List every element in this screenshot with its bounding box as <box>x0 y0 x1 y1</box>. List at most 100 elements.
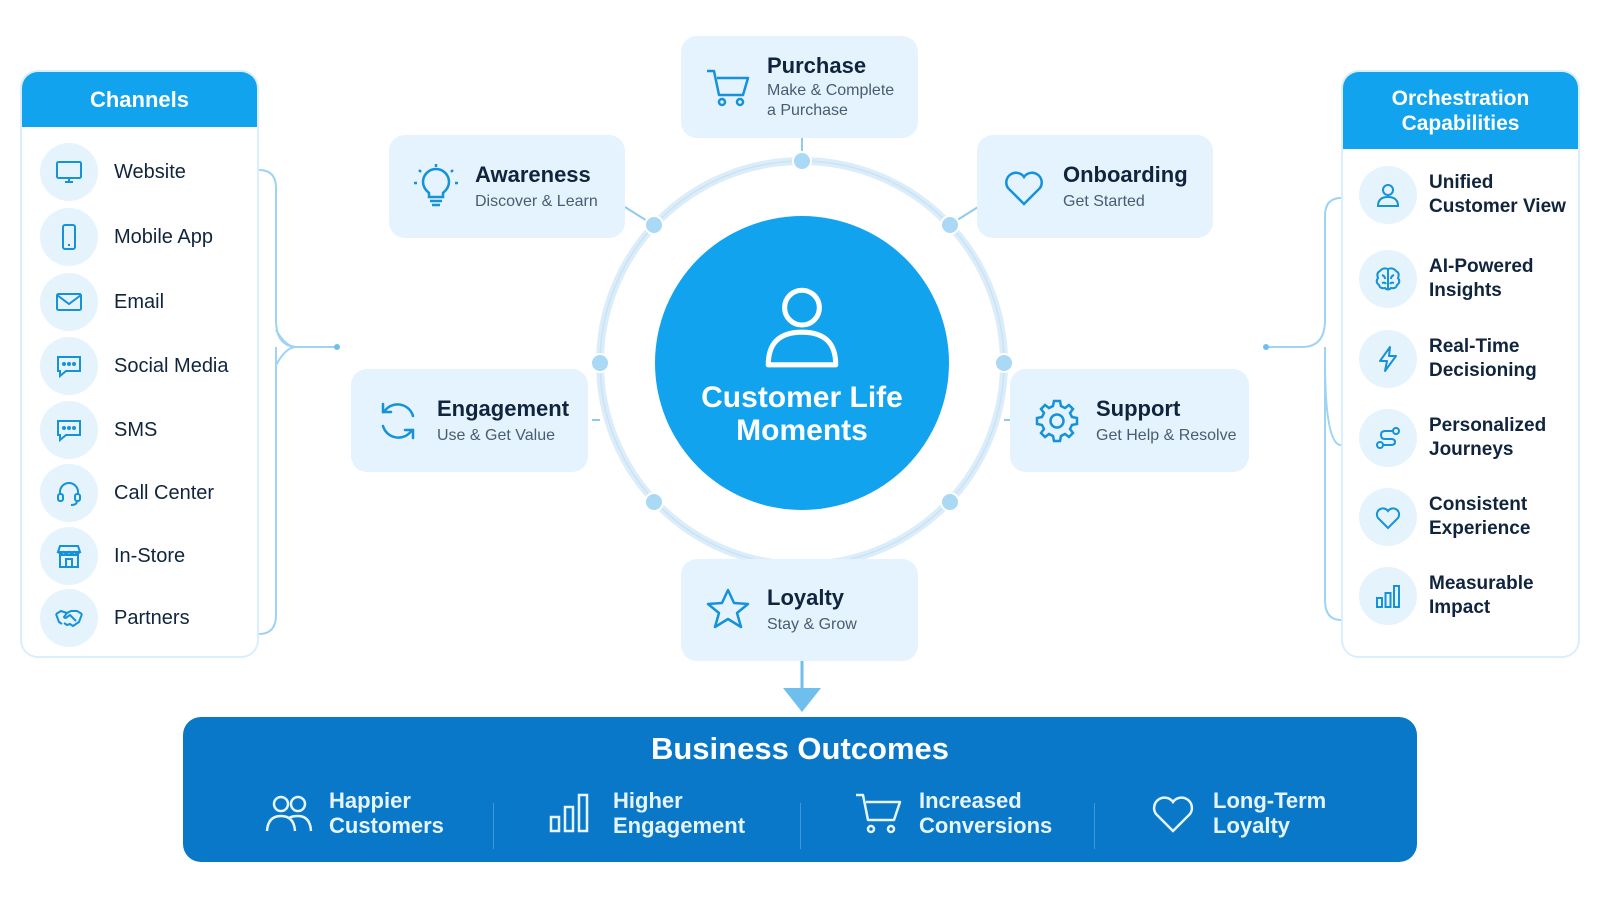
channel-item-website[interactable]: Website <box>40 143 186 201</box>
storefront-icon <box>56 545 82 568</box>
outcome-label: Long-Term <box>1213 788 1327 813</box>
orchestration-bracket <box>1266 197 1342 621</box>
headset-icon <box>57 482 81 506</box>
channel-item-partners[interactable]: Partners <box>40 589 190 647</box>
capability-label: Decisioning <box>1429 360 1537 381</box>
channel-item-in-store[interactable]: In-Store <box>40 527 185 585</box>
cart-icon <box>856 793 902 834</box>
capability-label: Measurable <box>1429 573 1534 594</box>
moment-subtitle: Get Help & Resolve <box>1096 426 1237 444</box>
orchestration-title: Orchestration Capabilities <box>1343 72 1578 149</box>
moment-title: Onboarding <box>1063 161 1188 187</box>
capability-label: Unified <box>1429 172 1494 193</box>
moment-subtitle: Discover & Learn <box>475 192 598 210</box>
capability-label: Journeys <box>1429 439 1514 460</box>
message-icon <box>57 420 81 443</box>
heart-icon <box>1375 507 1401 530</box>
channels-panel: Channels Website Mobile App Email Social… <box>20 70 259 658</box>
channel-item-mobile-app[interactable]: Mobile App <box>40 208 213 266</box>
star-icon <box>706 588 750 629</box>
moment-title: Purchase <box>767 53 867 78</box>
capability-label: Consistent <box>1429 494 1528 515</box>
ring-node <box>590 353 610 373</box>
outcome-label: Loyalty <box>1213 813 1291 838</box>
channel-item-sms[interactable]: SMS <box>40 401 157 459</box>
lightbulb-icon <box>414 163 458 206</box>
capability-label: Impact <box>1429 597 1491 618</box>
monitor-icon <box>56 161 82 183</box>
outcome-label: Customers <box>329 813 444 838</box>
lightning-icon <box>1379 346 1397 372</box>
channel-item-email[interactable]: Email <box>40 273 164 331</box>
moment-card-awareness[interactable]: Awareness Discover & Learn <box>389 135 625 238</box>
people-icon <box>265 795 313 832</box>
brain-icon <box>1375 267 1401 291</box>
moment-title: Support <box>1096 395 1181 421</box>
handshake-icon <box>55 609 83 628</box>
cart-icon <box>707 69 750 107</box>
capability-label: Customer View <box>1429 196 1566 217</box>
channel-item-call-center[interactable]: Call Center <box>40 464 214 522</box>
capability-label: AI-Powered <box>1429 256 1534 277</box>
moment-title: Loyalty <box>767 585 845 610</box>
ring-node <box>792 151 812 171</box>
channel-label: Call Center <box>114 481 215 504</box>
capability-label: Real-Time <box>1429 336 1520 357</box>
ring-node <box>940 215 960 235</box>
capability-label: Experience <box>1429 518 1531 539</box>
ring-node <box>994 353 1014 373</box>
heart-icon <box>1152 796 1194 833</box>
channel-label: In-Store <box>114 544 186 567</box>
bar-chart-icon <box>1376 585 1400 608</box>
outcomes-title: Business Outcomes <box>650 731 950 766</box>
smartphone-icon <box>62 224 76 250</box>
ring-node <box>644 215 664 235</box>
route-icon <box>1376 427 1400 449</box>
channel-label: SMS <box>114 418 158 441</box>
channel-item-social-media[interactable]: Social Media <box>40 337 229 395</box>
outcome-label: Increased <box>919 788 1022 813</box>
moment-card-purchase[interactable]: Purchase Make & Complete a Purchase <box>681 36 918 138</box>
ring-node <box>940 492 960 512</box>
customer-life-moments-hub[interactable]: Customer Life Moments <box>655 216 949 510</box>
moment-card-support[interactable]: Support Get Help & Resolve <box>1010 369 1249 472</box>
bar-chart-icon <box>549 793 589 833</box>
user-icon <box>1376 184 1400 207</box>
channels-bracket <box>258 169 337 635</box>
channel-label: Social Media <box>114 354 229 377</box>
moment-subtitle: Make & Complete a Purchase <box>767 81 894 121</box>
moment-subtitle-line2: a Purchase <box>767 102 848 119</box>
arrow-down <box>783 688 821 712</box>
moment-subtitle: Stay & Grow <box>767 616 857 633</box>
moment-card-loyalty[interactable]: Loyalty Stay & Grow <box>681 559 918 661</box>
outcome-divider <box>1094 803 1095 849</box>
moment-card-onboarding[interactable]: Onboarding Get Started <box>977 135 1213 238</box>
channel-label: Email <box>114 290 165 313</box>
moment-subtitle: Use & Get Value <box>437 426 555 444</box>
outcome-divider <box>493 803 494 849</box>
gear-icon <box>1035 399 1079 442</box>
outcome-label: Happier <box>329 788 411 813</box>
moment-subtitle: Get Started <box>1063 192 1145 210</box>
outcome-label: Conversions <box>919 813 1053 838</box>
ring-node <box>644 492 664 512</box>
user-icon <box>765 287 839 368</box>
center-title: Customer Life Moments <box>701 381 903 447</box>
orchestration-title-line1: Orchestration <box>1391 86 1530 110</box>
capability-label: Personalized <box>1429 415 1547 436</box>
channel-label: Mobile App <box>114 225 213 248</box>
moment-card-engagement[interactable]: Engagement Use & Get Value <box>351 369 588 472</box>
moment-subtitle-line1: Make & Complete <box>767 82 895 99</box>
